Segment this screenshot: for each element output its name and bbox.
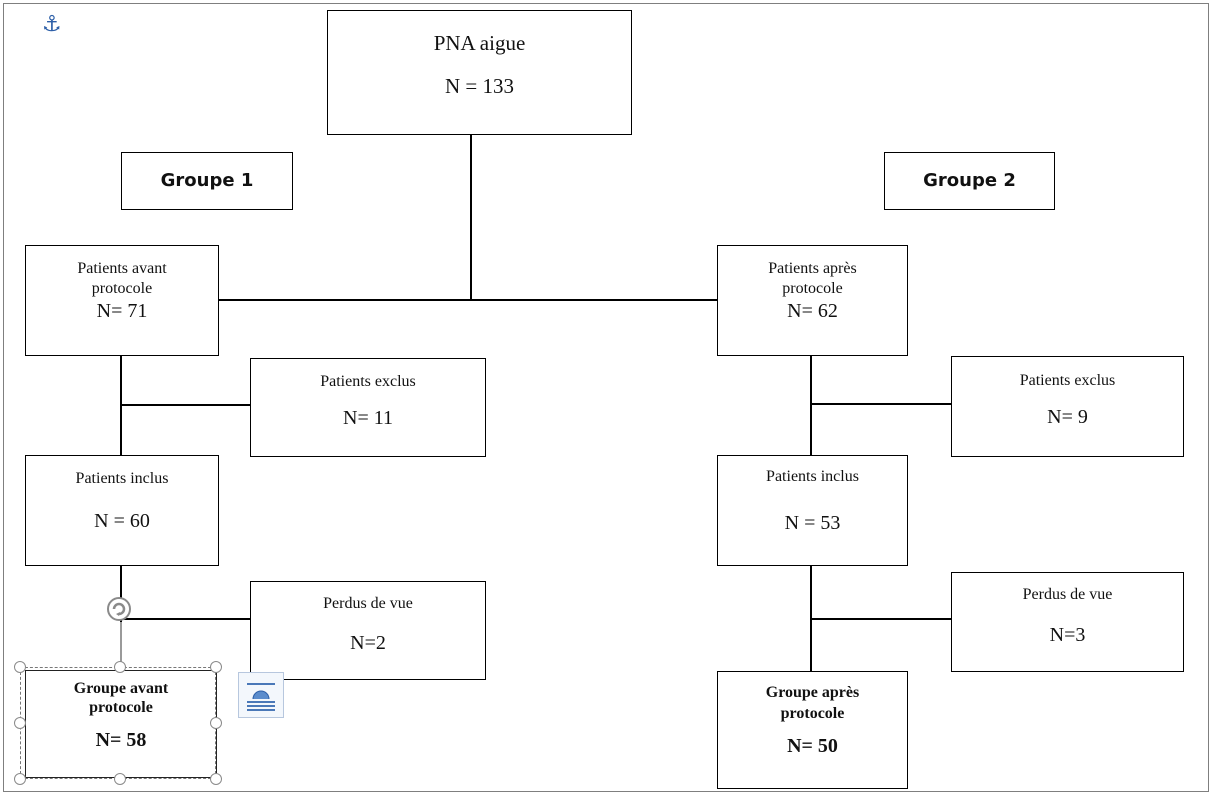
resize-handle-bottom-right[interactable] <box>210 773 222 785</box>
connector-right-perdus <box>810 618 952 620</box>
resize-handle-top-right[interactable] <box>210 661 222 673</box>
left-inclus-count: N = 60 <box>94 510 150 532</box>
right-perdus-count: N=3 <box>1049 624 1086 646</box>
right-exclus-count: N= 9 <box>1047 406 1088 428</box>
resize-handle-middle-left[interactable] <box>14 717 26 729</box>
group-1-label: Groupe 1 <box>160 170 254 191</box>
layout-options-icon <box>247 683 275 711</box>
connector-root-down <box>470 134 472 300</box>
resize-handle-top-middle[interactable] <box>114 661 126 673</box>
group-1-box[interactable]: Groupe 1 <box>121 152 293 210</box>
patients-apres-count: N= 62 <box>787 300 838 322</box>
group-2-label: Groupe 2 <box>923 170 1016 191</box>
root-box[interactable]: PNA aigue N = 133 <box>327 10 632 135</box>
group-2-box[interactable]: Groupe 2 <box>884 152 1055 210</box>
rotate-handle-stem <box>120 622 122 666</box>
root-title: PNA aigue <box>433 31 526 55</box>
groupe-avant-line2: protocole <box>89 699 153 716</box>
left-inclus-box[interactable]: Patients inclus N = 60 <box>25 455 219 566</box>
groupe-apres-line1: Groupe après <box>765 684 860 701</box>
connector-left-exclus <box>120 404 250 406</box>
left-perdus-box[interactable]: Perdus de vue N=2 <box>250 581 486 680</box>
connector-left-perdus <box>120 618 250 620</box>
root-count: N = 133 <box>444 74 514 98</box>
resize-handle-bottom-middle[interactable] <box>114 773 126 785</box>
groupe-apres-line2: protocole <box>780 705 845 722</box>
connector-right-exclus <box>810 403 952 405</box>
connector-right-spine-1 <box>810 355 812 455</box>
groupe-avant-count: N= 58 <box>95 729 147 751</box>
right-perdus-title: Perdus de vue <box>1022 586 1113 603</box>
anchor-icon[interactable]: ⚓ <box>42 12 62 37</box>
right-inclus-title: Patients inclus <box>766 468 859 485</box>
groupe-avant-line1: Groupe avant <box>73 680 169 697</box>
right-inclus-count: N = 53 <box>784 512 841 534</box>
patients-apres-line1: Patients après <box>768 260 857 277</box>
selection-frame <box>20 667 216 779</box>
patients-apres-line2: protocole <box>782 280 843 297</box>
right-perdus-box[interactable]: Perdus de vue N=3 <box>951 572 1184 672</box>
left-exclus-box[interactable]: Patients exclus N= 11 <box>250 358 486 457</box>
rotate-handle-icon[interactable] <box>104 594 134 624</box>
resize-handle-middle-right[interactable] <box>210 717 222 729</box>
groupe-avant-box[interactable]: Groupe avant protocole N= 58 <box>25 670 217 778</box>
patients-avant-count: N= 71 <box>96 300 148 322</box>
left-exclus-title: Patients exclus <box>320 373 416 390</box>
groupe-apres-box[interactable]: Groupe après protocole N= 50 <box>717 671 908 789</box>
patients-avant-line1: Patients avant <box>77 260 167 277</box>
left-inclus-title: Patients inclus <box>75 470 169 487</box>
right-inclus-box[interactable]: Patients inclus N = 53 <box>717 455 908 566</box>
groupe-apres-count: N= 50 <box>787 735 838 757</box>
connector-main-horizontal <box>218 299 718 301</box>
layout-options-button[interactable] <box>238 672 284 718</box>
right-exclus-box[interactable]: Patients exclus N= 9 <box>951 356 1184 457</box>
left-perdus-title: Perdus de vue <box>323 595 413 612</box>
patients-avant-line2: protocole <box>91 280 153 297</box>
left-exclus-count: N= 11 <box>343 407 393 429</box>
patients-apres-box[interactable]: Patients après protocole N= 62 <box>717 245 908 356</box>
resize-handle-top-left[interactable] <box>14 661 26 673</box>
resize-handle-bottom-left[interactable] <box>14 773 26 785</box>
patients-avant-box[interactable]: Patients avant protocole N= 71 <box>25 245 219 356</box>
left-perdus-count: N=2 <box>350 632 386 654</box>
right-exclus-title: Patients exclus <box>1019 372 1116 389</box>
